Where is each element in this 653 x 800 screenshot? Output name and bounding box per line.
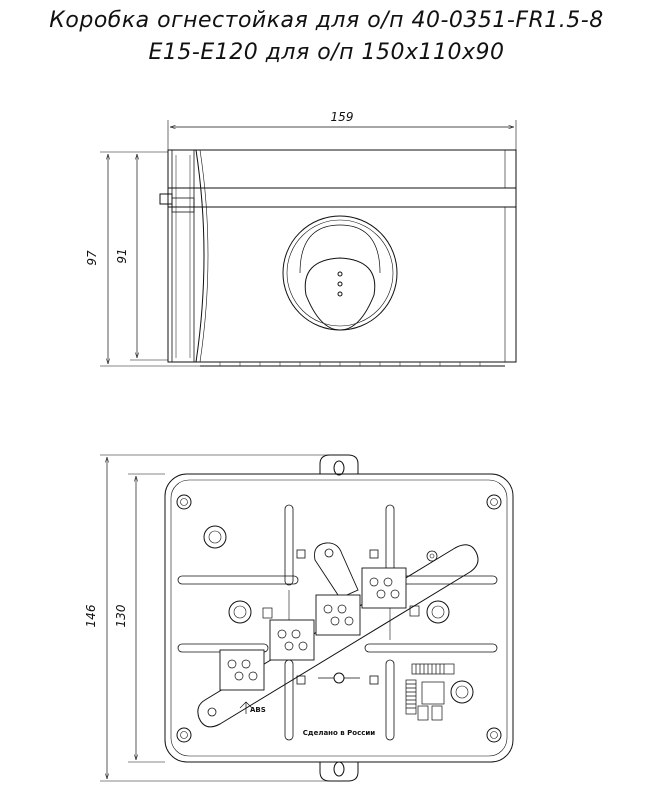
side-hinge-panel [171, 149, 195, 363]
spring-holder [405, 663, 455, 721]
corner-screw [176, 727, 192, 743]
ground-symbol-right [409, 605, 420, 617]
corner-screw [176, 494, 192, 510]
mount-ear-bottom [319, 762, 359, 782]
terminal-blocks [219, 567, 407, 691]
dim-label-97: 97 [85, 250, 99, 266]
side-gland-inner [304, 257, 376, 331]
mount-boss [426, 600, 450, 624]
side-view [100, 120, 517, 367]
side-bottom-ticks [219, 362, 481, 366]
mount-boss [450, 680, 474, 704]
dim-label-91: 91 [115, 248, 129, 263]
mount-boss [203, 525, 227, 549]
mount-boss [228, 600, 252, 624]
top-body-outline [164, 473, 514, 763]
material-label: ABS [250, 706, 266, 714]
drawing-title-line2: E15-E120 для о/п 150x110x90 [148, 40, 505, 65]
top-view [100, 454, 514, 782]
rail-clips [296, 549, 379, 685]
side-curved-wall [195, 149, 205, 363]
mount-ear-top [319, 454, 359, 474]
side-body-outline [167, 149, 517, 363]
corner-screw [486, 727, 502, 743]
made-in-label: Сделано в России [303, 729, 375, 737]
dim-label-130: 130 [114, 604, 128, 627]
recycle-icon [239, 701, 253, 714]
dim-label-width: 159 [331, 110, 354, 124]
side-latch [159, 193, 173, 205]
terminal-screws [227, 577, 400, 681]
ground-symbol-left [262, 607, 273, 619]
dim-label-146: 146 [84, 604, 98, 627]
terminal-bar [197, 542, 479, 728]
drawing-title-line1: Коробка огнестойкая для о/п 40-0351-FR1.… [49, 8, 604, 33]
corner-screw [486, 494, 502, 510]
